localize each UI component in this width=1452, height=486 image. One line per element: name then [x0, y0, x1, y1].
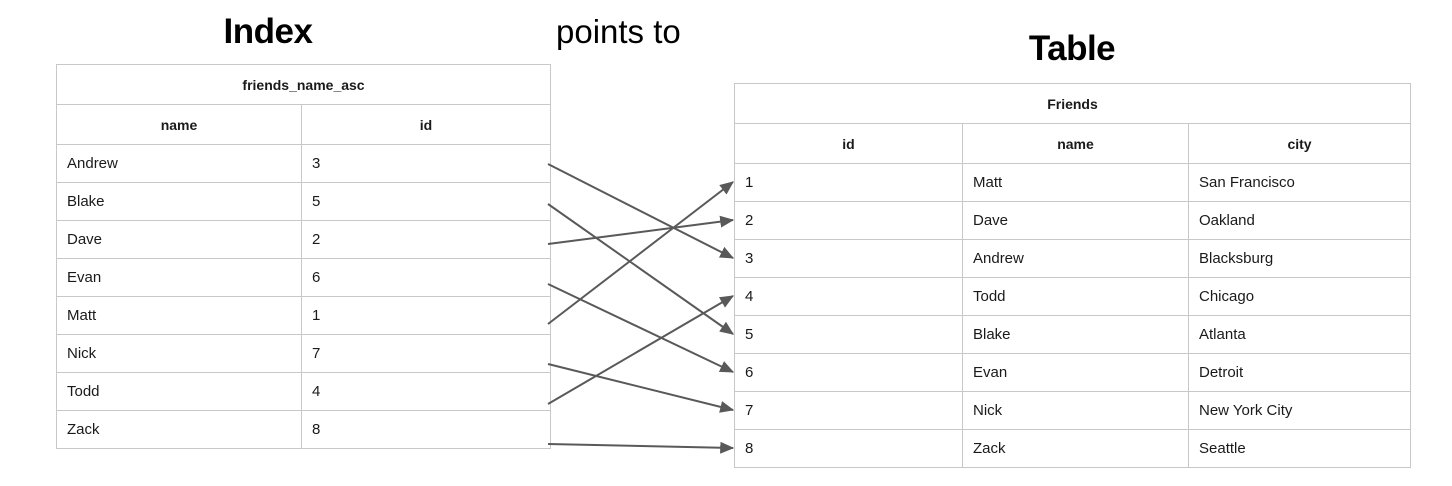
index-cell-id: 5: [301, 182, 551, 221]
friends-cell-name: Blake: [962, 315, 1189, 354]
pointer-arrow: [547, 295, 735, 405]
friends-cell-id: 2: [734, 201, 963, 240]
friends-cell-city: Blacksburg: [1188, 239, 1411, 278]
index-title: Index: [223, 12, 313, 51]
friends-col-header-city: city: [1188, 123, 1411, 164]
index-table-header-row: name id: [56, 104, 551, 145]
friends-table: Friends id name city 1 Matt San Francisc…: [734, 83, 1411, 468]
table-row: 6 Evan Detroit: [734, 353, 1411, 392]
index-cell-name: Blake: [56, 182, 302, 221]
index-cell-id: 3: [301, 144, 551, 183]
table-row: Blake 5: [56, 182, 551, 221]
pointer-arrow: [547, 283, 735, 373]
friends-cell-name: Evan: [962, 353, 1189, 392]
table-row: Evan 6: [56, 258, 551, 297]
table-row: Dave 2: [56, 220, 551, 259]
pointer-arrow: [547, 163, 735, 259]
table-row: 1 Matt San Francisco: [734, 163, 1411, 202]
table-row: 7 Nick New York City: [734, 391, 1411, 430]
index-table-name: friends_name_asc: [56, 64, 551, 105]
friends-cell-name: Zack: [962, 429, 1189, 468]
index-col-header-name: name: [56, 104, 302, 145]
friends-table-header-row: id name city: [734, 123, 1411, 164]
index-cell-id: 1: [301, 296, 551, 335]
friends-cell-id: 7: [734, 391, 963, 430]
friends-table-name: Friends: [734, 83, 1411, 124]
friends-cell-name: Matt: [962, 163, 1189, 202]
index-cell-name: Andrew: [56, 144, 302, 183]
friends-cell-city: Detroit: [1188, 353, 1411, 392]
index-cell-id: 7: [301, 334, 551, 373]
index-cell-name: Zack: [56, 410, 302, 449]
pointer-arrow: [547, 441, 735, 454]
friends-cell-id: 6: [734, 353, 963, 392]
friends-cell-city: Chicago: [1188, 277, 1411, 316]
friends-cell-name: Todd: [962, 277, 1189, 316]
friends-cell-name: Nick: [962, 391, 1189, 430]
index-cell-id: 8: [301, 410, 551, 449]
index-col-header-id: id: [301, 104, 551, 145]
table-row: 8 Zack Seattle: [734, 429, 1411, 468]
friends-cell-id: 4: [734, 277, 963, 316]
index-cell-id: 4: [301, 372, 551, 411]
friends-cell-city: San Francisco: [1188, 163, 1411, 202]
table-row: Andrew 3: [56, 144, 551, 183]
points-to-caption: points to: [556, 13, 681, 50]
index-table-name-row: friends_name_asc: [56, 64, 551, 105]
friends-cell-city: New York City: [1188, 391, 1411, 430]
index-cell-name: Matt: [56, 296, 302, 335]
table-row: 3 Andrew Blacksburg: [734, 239, 1411, 278]
table-row: 5 Blake Atlanta: [734, 315, 1411, 354]
friends-table-name-row: Friends: [734, 83, 1411, 124]
friends-cell-city: Seattle: [1188, 429, 1411, 468]
table-row: 4 Todd Chicago: [734, 277, 1411, 316]
pointer-arrow: [547, 181, 734, 325]
pointer-arrow: [547, 363, 735, 413]
index-cell-id: 2: [301, 220, 551, 259]
index-cell-name: Todd: [56, 372, 302, 411]
table-row: Zack 8: [56, 410, 551, 449]
pointer-arrow: [547, 203, 734, 335]
table-title: Table: [1028, 29, 1116, 68]
friends-cell-city: Oakland: [1188, 201, 1411, 240]
friends-col-header-name: name: [962, 123, 1189, 164]
index-table: friends_name_asc name id Andrew 3 Blake …: [56, 64, 551, 449]
arrow-group: [547, 163, 735, 454]
index-cell-name: Dave: [56, 220, 302, 259]
friends-cell-name: Dave: [962, 201, 1189, 240]
friends-cell-id: 8: [734, 429, 963, 468]
index-cell-name: Evan: [56, 258, 302, 297]
table-row: 2 Dave Oakland: [734, 201, 1411, 240]
table-row: Todd 4: [56, 372, 551, 411]
friends-cell-name: Andrew: [962, 239, 1189, 278]
friends-cell-id: 5: [734, 315, 963, 354]
index-cell-name: Nick: [56, 334, 302, 373]
index-cell-id: 6: [301, 258, 551, 297]
table-row: Matt 1: [56, 296, 551, 335]
friends-cell-city: Atlanta: [1188, 315, 1411, 354]
friends-cell-id: 1: [734, 163, 963, 202]
table-row: Nick 7: [56, 334, 551, 373]
friends-col-header-id: id: [734, 123, 963, 164]
friends-cell-id: 3: [734, 239, 963, 278]
pointer-arrow: [547, 215, 735, 245]
